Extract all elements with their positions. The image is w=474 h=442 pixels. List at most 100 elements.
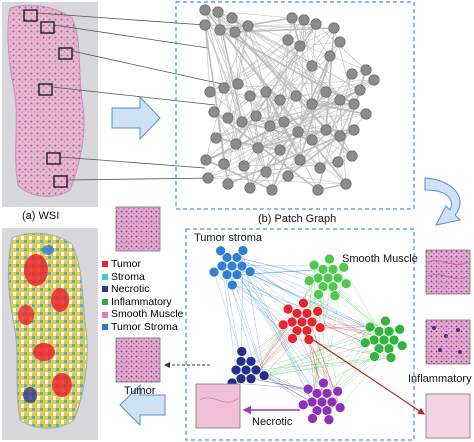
graph-node xyxy=(236,116,248,128)
graph-edge xyxy=(283,27,335,123)
graph-node xyxy=(360,108,372,120)
graph-node xyxy=(222,178,234,190)
necrotic-navy-node xyxy=(240,364,252,376)
graph-edge xyxy=(205,159,273,191)
graph-node xyxy=(312,184,324,196)
graph-node xyxy=(204,86,216,98)
cluster-edge xyxy=(264,320,386,376)
legend-swatch xyxy=(102,273,108,280)
cluster-edge xyxy=(231,265,371,328)
graph-node xyxy=(360,64,372,76)
inflammatory-node xyxy=(380,315,391,327)
tumor-node xyxy=(314,322,326,333)
caption-wsi: (a) WSI xyxy=(22,210,60,222)
tumor-stroma-node xyxy=(221,269,233,281)
graph-node xyxy=(294,40,306,52)
legend-swatch xyxy=(102,299,108,306)
smooth-muscle-node xyxy=(332,272,344,284)
graph-node xyxy=(229,26,241,38)
graph-node xyxy=(328,22,340,34)
inflammatory-node xyxy=(359,337,371,349)
graph-node xyxy=(199,4,211,16)
cluster-edge xyxy=(226,274,265,376)
graph-edge xyxy=(207,89,361,179)
cluster-edge xyxy=(264,357,391,376)
graph-node xyxy=(346,150,358,162)
tumor-node xyxy=(296,316,308,328)
smooth-muscle-node xyxy=(327,263,339,275)
thumbnail-necrotic xyxy=(195,383,241,429)
graph-node xyxy=(290,90,302,102)
graph-node xyxy=(218,82,230,94)
cluster-edge xyxy=(255,357,391,371)
patch-marker xyxy=(46,152,61,165)
graph-node xyxy=(282,170,294,182)
necrotic-node xyxy=(332,385,344,397)
graph-edge xyxy=(217,11,361,91)
tumor-stroma-node xyxy=(244,266,256,277)
cluster-edge xyxy=(323,356,375,384)
caption-patch-graph: (b) Patch Graph xyxy=(258,213,337,225)
arrow-graph-to-clusters xyxy=(424,177,462,226)
inflammatory-node xyxy=(394,323,406,335)
graph-edge xyxy=(204,9,239,85)
graph-node xyxy=(340,178,352,190)
label-tumor: Tumor xyxy=(124,385,156,397)
cluster-edge xyxy=(320,326,371,328)
tumor-node xyxy=(301,325,313,337)
cluster-edge xyxy=(232,382,309,390)
graph-node xyxy=(244,90,256,102)
necrotic-navy-node xyxy=(236,346,248,357)
necrotic-node xyxy=(334,402,346,413)
tumor-stroma-node xyxy=(226,279,238,291)
necrotic-node xyxy=(323,414,335,426)
cluster-edge xyxy=(221,265,237,371)
graph-edge xyxy=(297,113,367,133)
patch-marker xyxy=(58,47,73,60)
tumor-stroma-node xyxy=(215,245,226,257)
graph-node xyxy=(294,154,306,166)
graph-node xyxy=(274,144,286,156)
tumor-node xyxy=(298,297,309,309)
graph-node xyxy=(292,126,304,138)
graph-node xyxy=(334,130,346,142)
cluster-edge xyxy=(311,269,334,403)
graph-edge xyxy=(325,27,335,131)
inflammatory-node xyxy=(369,351,380,362)
necrotic-navy-node xyxy=(245,355,257,367)
necrotic-navy-node xyxy=(235,355,247,367)
graph-node xyxy=(199,19,211,31)
patch-connector-lines xyxy=(36,12,223,181)
smooth-muscle-node xyxy=(329,290,341,302)
thumbnail-tumor xyxy=(115,337,161,383)
graph-node xyxy=(354,84,366,96)
graph-node xyxy=(306,98,318,110)
smooth-muscle-node xyxy=(324,253,335,265)
inflammatory-node xyxy=(385,352,397,364)
necrotic-navy-node xyxy=(245,373,257,385)
legend-label: Tumor xyxy=(111,258,141,270)
graph-edge xyxy=(249,125,271,189)
smooth-muscle-node xyxy=(317,263,329,275)
graph-node xyxy=(208,106,220,118)
arrow-to-inflammatory-thumb xyxy=(305,334,425,415)
patch-marker xyxy=(53,175,68,188)
graph-edge xyxy=(265,99,281,173)
graph-edge xyxy=(227,83,239,185)
graph-node xyxy=(244,182,256,194)
graph-node xyxy=(238,160,250,172)
graph-edge xyxy=(247,25,313,141)
necrotic-node xyxy=(302,383,314,395)
graph-edge xyxy=(279,23,317,101)
inflammatory-node xyxy=(373,325,385,337)
graph-node xyxy=(348,98,360,110)
legend-label: Smooth Muscle xyxy=(111,308,184,321)
graph-node xyxy=(252,142,264,154)
graph-edge xyxy=(204,24,211,93)
thumbnail-tumor-stroma xyxy=(115,206,161,252)
graph-node xyxy=(222,112,234,124)
tumor-node xyxy=(291,307,303,319)
cluster-graph-frame xyxy=(185,228,415,441)
